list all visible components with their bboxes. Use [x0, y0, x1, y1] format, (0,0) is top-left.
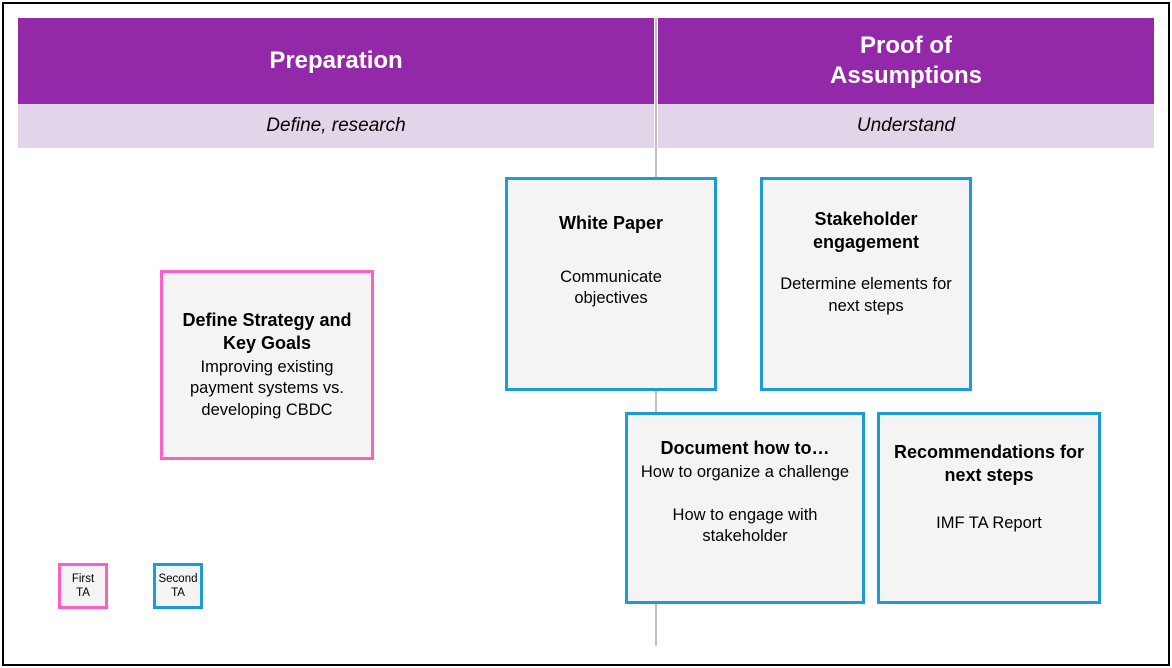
phase-subtitle-define-research: Define, research	[266, 115, 406, 136]
box-stakeholder-engagement-body: Determine elements for next steps	[780, 275, 952, 315]
box-white-paper-body: Communicate objectives	[560, 268, 662, 308]
box-define-strategy: Define Strategy and Key Goals Improving …	[160, 270, 374, 460]
box-document-how-to-title: Document how to…	[660, 438, 830, 458]
phase-subband-proof-of-assumptions: Understand	[658, 104, 1154, 148]
legend-first-ta-label: First TA	[71, 572, 95, 599]
phase-subband-preparation: Define, research	[18, 104, 654, 148]
legend-second-ta: Second TA	[153, 563, 203, 609]
box-define-strategy-title: Define Strategy and Key Goals	[182, 309, 352, 353]
box-recommendations-next-steps-body: IMF TA Report	[936, 514, 1042, 533]
box-define-strategy-body: Improving existing payment systems vs. d…	[189, 357, 345, 419]
legend-first-ta: First TA	[58, 563, 108, 609]
phase-title-preparation: Preparation	[269, 47, 403, 74]
box-document-how-to-body: How to organize a challenge How to engag…	[640, 463, 850, 546]
phase-subtitle-understand: Understand	[856, 115, 956, 136]
box-stakeholder-engagement: Stakeholder engagement Determine element…	[760, 177, 972, 391]
box-white-paper-title: White Paper	[558, 213, 664, 233]
phase-header-proof-of-assumptions: Proof of Assumptions	[658, 18, 1154, 104]
box-document-how-to: Document how to… How to organize a chall…	[625, 412, 865, 604]
box-white-paper: White Paper Communicate objectives	[505, 177, 717, 391]
phase-header-preparation: Preparation	[18, 18, 654, 104]
legend-second-ta-label: Second TA	[158, 572, 198, 599]
box-recommendations-next-steps: Recommendations for next steps IMF TA Re…	[877, 412, 1101, 604]
box-stakeholder-engagement-title: Stakeholder engagement	[812, 209, 920, 253]
box-recommendations-next-steps-title: Recommendations for next steps	[893, 442, 1085, 486]
phase-title-proof-of-assumptions: Proof of Assumptions	[829, 32, 982, 89]
